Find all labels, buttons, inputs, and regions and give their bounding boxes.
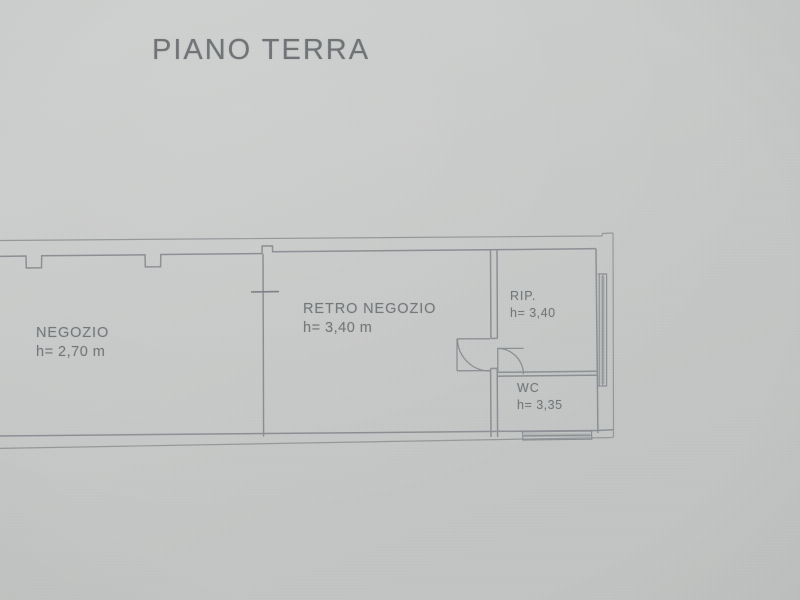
- bottom-wall: [0, 429, 614, 450]
- top-wall-with-niches: [0, 245, 597, 269]
- bottom-right-corner: [597, 429, 614, 432]
- room-label-wc: WC h= 3,35: [517, 381, 563, 412]
- page-title: PIANO TERRA: [152, 34, 371, 66]
- room-height-negozio: h= 2,70 m: [36, 344, 106, 360]
- room-label-retro-negozio: RETRO NEGOZIO h= 3,40 m: [303, 301, 436, 336]
- partition-wall-rip-wc: [497, 370, 598, 377]
- room-height-rip: h= 3,40: [510, 306, 556, 320]
- exterior-outline-top: [0, 232, 615, 438]
- partition-wall-retro-rip: [489, 249, 499, 340]
- room-name-rip: RIP.: [510, 289, 537, 303]
- room-height-wc: h= 3,35: [517, 398, 563, 412]
- room-name-retro-negozio: RETRO NEGOZIO: [303, 301, 437, 317]
- door-wc: [497, 347, 525, 375]
- partition-wall-negozio-retro: [250, 253, 280, 437]
- window-wc-bottom: [519, 430, 594, 441]
- door-rip: [456, 338, 491, 372]
- room-label-negozio: NEGOZIO h= 2,70 m: [36, 325, 109, 360]
- room-label-rip: RIP. h= 3,40: [510, 289, 556, 320]
- right-exterior-wall-inner: [595, 248, 599, 434]
- room-height-retro-negozio: h= 3,40 m: [303, 320, 373, 336]
- window-right-wall: [597, 273, 608, 387]
- room-name-negozio: NEGOZIO: [36, 325, 110, 341]
- room-name-wc: WC: [517, 381, 540, 395]
- partition-wall-wc-left: [489, 367, 499, 438]
